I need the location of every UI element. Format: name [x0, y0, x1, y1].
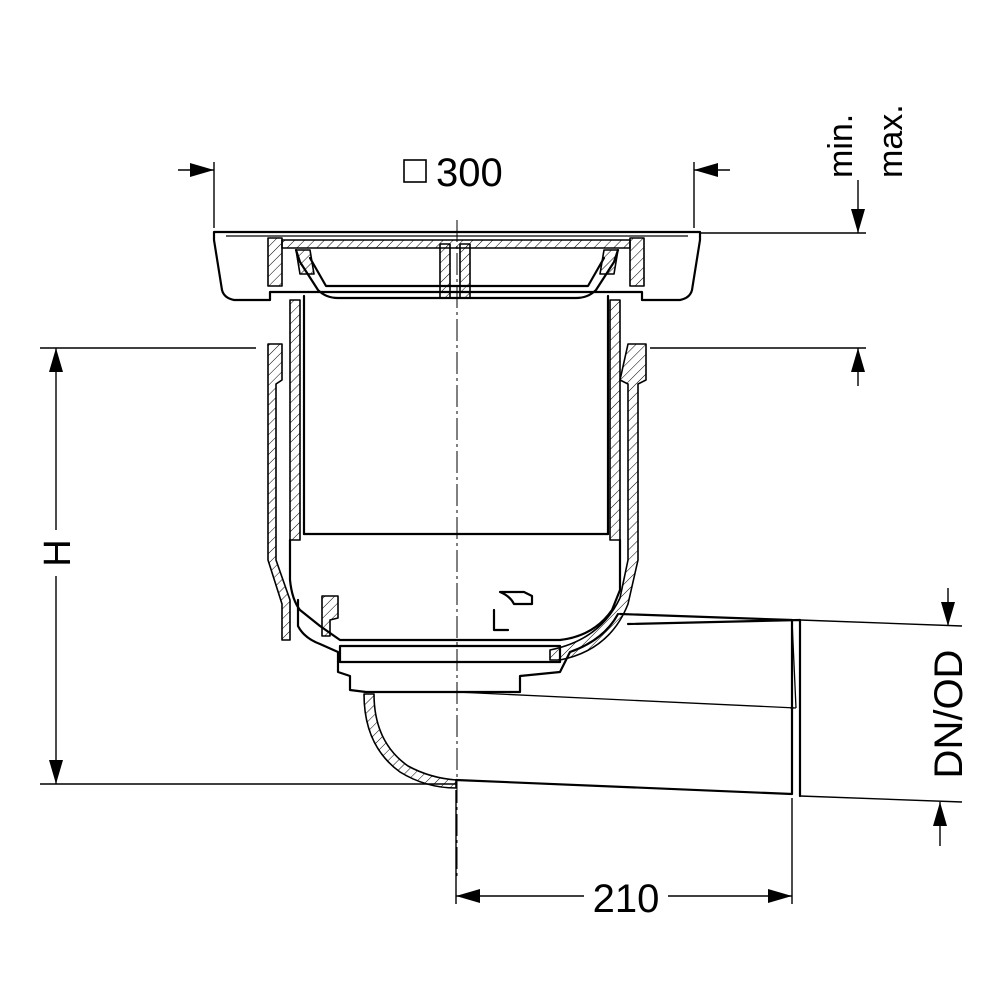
insert-body: [289, 294, 621, 541]
square-symbol: [403, 159, 427, 183]
min-max-dimension: min. max.: [650, 104, 910, 386]
top-frame: [212, 230, 702, 302]
height-dimension: H: [37, 347, 456, 785]
grate: [281, 239, 631, 300]
max-label: max.: [872, 104, 910, 178]
offset-label: 210: [593, 877, 660, 921]
outer-housing: [267, 343, 647, 694]
offset-dimension: 210: [455, 790, 793, 921]
height-label: H: [37, 539, 79, 566]
width-dimension: 300: [178, 151, 730, 228]
pipe-size-label: DN/OD: [927, 650, 971, 779]
width-label: 300: [436, 151, 503, 195]
pipe-size-dimension: DN/OD: [799, 588, 971, 846]
min-label: min.: [822, 114, 860, 178]
